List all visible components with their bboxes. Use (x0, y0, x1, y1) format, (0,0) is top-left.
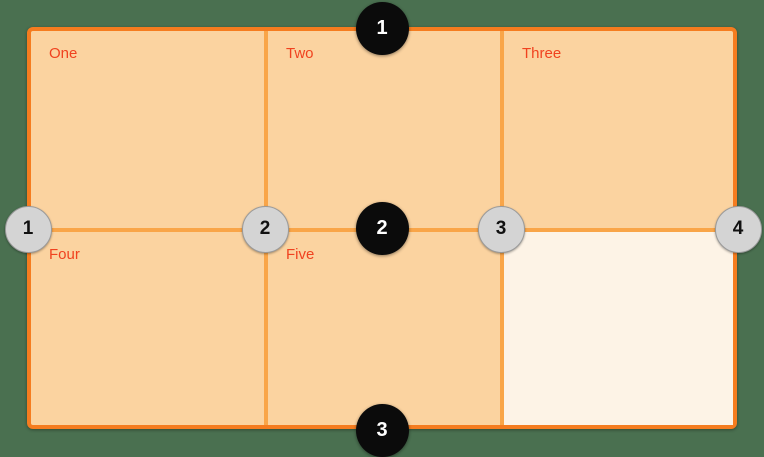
marker-label: 3 (376, 418, 388, 441)
marker-label: 1 (22, 218, 34, 239)
marker-secondary-2[interactable]: 2 (241, 205, 289, 253)
grid-cell-four[interactable]: Four (31, 232, 264, 425)
marker-secondary-4[interactable]: 4 (714, 205, 762, 253)
grid-cell-label: Two (286, 45, 314, 62)
grid-cell-label: Four (49, 246, 80, 263)
marker-label: 2 (259, 218, 271, 239)
grid-cell-three[interactable]: Three (504, 31, 733, 228)
grid-cell-label: One (49, 45, 78, 62)
marker-secondary-1[interactable]: 1 (4, 205, 52, 253)
grid-cell-two[interactable]: Two (268, 31, 500, 228)
marker-label: 3 (495, 218, 507, 239)
grid-cell-one[interactable]: One (31, 31, 264, 228)
marker-label: 1 (376, 16, 388, 39)
marker-primary-bottom[interactable]: 3 (355, 403, 409, 457)
marker-label: 4 (732, 218, 744, 239)
marker-secondary-3[interactable]: 3 (477, 205, 525, 253)
marker-label: 2 (376, 216, 388, 239)
grid-cell-label: Three (522, 45, 562, 62)
grid-cell-label: Five (286, 246, 315, 263)
marker-primary-center[interactable]: 2 (355, 201, 409, 255)
grid-panel: One Two Three Four Five (27, 27, 737, 429)
grid-cell-empty[interactable] (504, 232, 733, 425)
marker-primary-top[interactable]: 1 (355, 1, 409, 55)
grid-cell-five[interactable]: Five (268, 232, 500, 425)
